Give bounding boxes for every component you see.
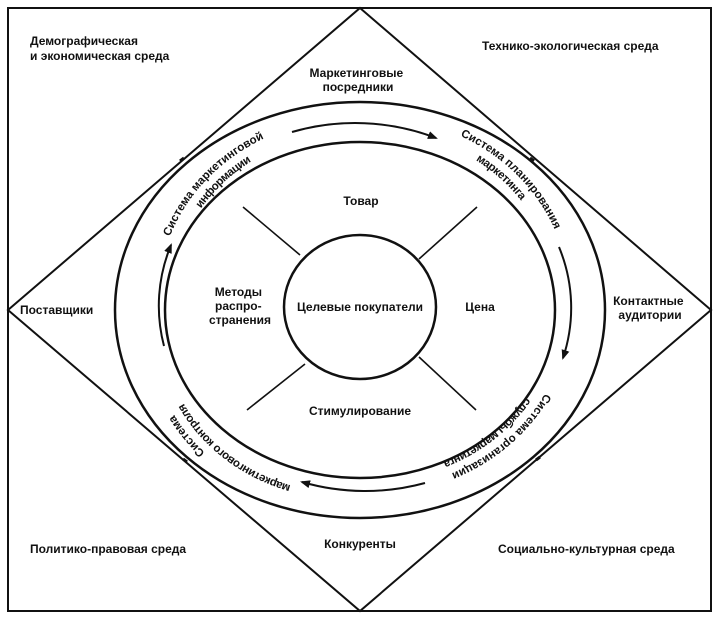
node-left-label: Поставщики — [20, 303, 93, 317]
corner-bottom-left-label: Политико-правовая среда — [30, 542, 186, 556]
arrow-top — [291, 122, 438, 139]
arrow-right — [558, 246, 573, 360]
segment-distribution-line1: Методы — [215, 285, 262, 299]
node-right-line2: аудитории — [618, 308, 681, 322]
node-top-line1: Маркетинговые — [310, 66, 404, 80]
node-bottom-label: Конкуренты — [324, 537, 396, 551]
segment-distribution-line3: странения — [209, 313, 271, 327]
segment-distribution-label: Методы распро- странения — [209, 285, 271, 327]
environment-diamond — [6, 6, 713, 613]
corner-top-left-line2: и экономическая среда — [30, 49, 170, 63]
corner-top-left-label: Демографическая и экономическая среда — [30, 34, 170, 63]
marketing-mix-dividers — [242, 206, 478, 411]
corner-top-right-label: Технико-экологическая среда — [482, 39, 659, 53]
segment-distribution-line2: распро- — [215, 299, 262, 313]
segment-product-label: Товар — [343, 194, 378, 208]
arrow-left — [157, 243, 172, 347]
target-customers-circle — [282, 233, 438, 381]
outer-ring — [113, 100, 607, 520]
arrow-bottom — [300, 480, 426, 492]
segment-promotion-label: Стимулирование — [309, 404, 411, 418]
node-right-line1: Контактные — [613, 294, 684, 308]
cycle-arrows — [157, 122, 573, 492]
diamond-tick-marks — [179, 156, 541, 464]
node-top-label: Маркетинговые посредники — [310, 66, 407, 94]
center-target-customers-label: Целевые покупатели — [297, 300, 423, 314]
corner-bottom-right-label: Социально-культурная среда — [498, 542, 675, 556]
node-right-label: Контактные аудитории — [613, 294, 687, 322]
marketing-systems-ring — [163, 140, 557, 480]
corner-top-left-line1: Демографическая — [30, 34, 138, 48]
node-top-line2: посредники — [323, 80, 394, 94]
segment-price-label: Цена — [465, 300, 495, 314]
